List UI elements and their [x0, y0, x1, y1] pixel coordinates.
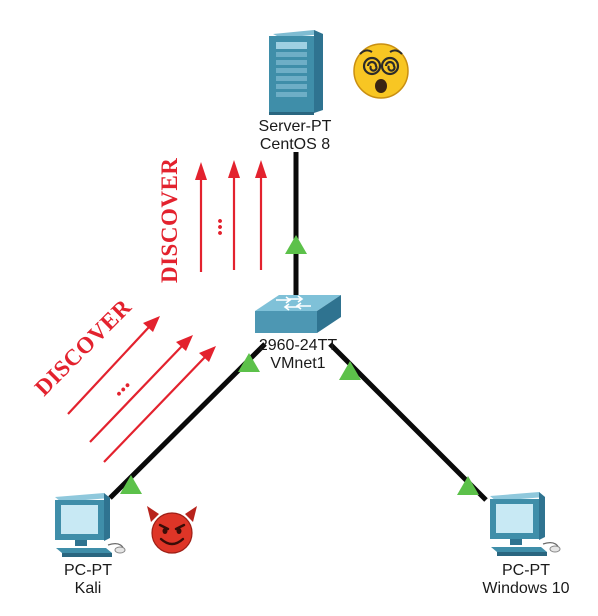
- discover-arrows-diagonal: [67, 316, 216, 463]
- server-name: CentOS 8: [259, 136, 331, 153]
- server-icon[interactable]: [269, 30, 323, 115]
- ellipsis-diagonal: ...: [104, 370, 135, 401]
- kali-model: PC-PT: [64, 562, 112, 579]
- link-switch-kali: [108, 342, 267, 500]
- link-up-indicator-kali: [120, 475, 142, 494]
- server-label: Server-PT CentOS 8: [240, 118, 350, 154]
- kali-name: Kali: [74, 580, 102, 597]
- windows-model: PC-PT: [502, 562, 550, 579]
- switch-model: 2960-24TT: [258, 337, 338, 354]
- smiling-devil-emoji-icon: [147, 506, 197, 554]
- switch-icon[interactable]: [255, 295, 341, 333]
- switch-name: VMnet1: [270, 355, 326, 372]
- pc-icon-windows[interactable]: [490, 492, 561, 556]
- link-up-indicator-switch-right: [339, 361, 361, 380]
- link-switch-windows: [328, 342, 488, 502]
- link-up-indicator-switch-left: [238, 353, 260, 372]
- server-model: Server-PT: [258, 118, 332, 135]
- dizzy-face-emoji-icon: [353, 43, 409, 99]
- link-up-indicator-server: [285, 235, 307, 254]
- switch-label: 2960-24TT VMnet1: [240, 337, 356, 373]
- kali-label: PC-PT Kali: [40, 562, 136, 598]
- windows-name: Windows 10: [482, 580, 570, 597]
- discover-arrows-vertical: [195, 160, 267, 272]
- ellipsis-vertical: ...: [202, 218, 228, 236]
- windows-label: PC-PT Windows 10: [466, 562, 586, 598]
- pc-icon-kali[interactable]: [55, 493, 126, 557]
- discover-label-top: DISCOVER: [157, 158, 182, 283]
- link-up-indicator-windows: [457, 476, 479, 495]
